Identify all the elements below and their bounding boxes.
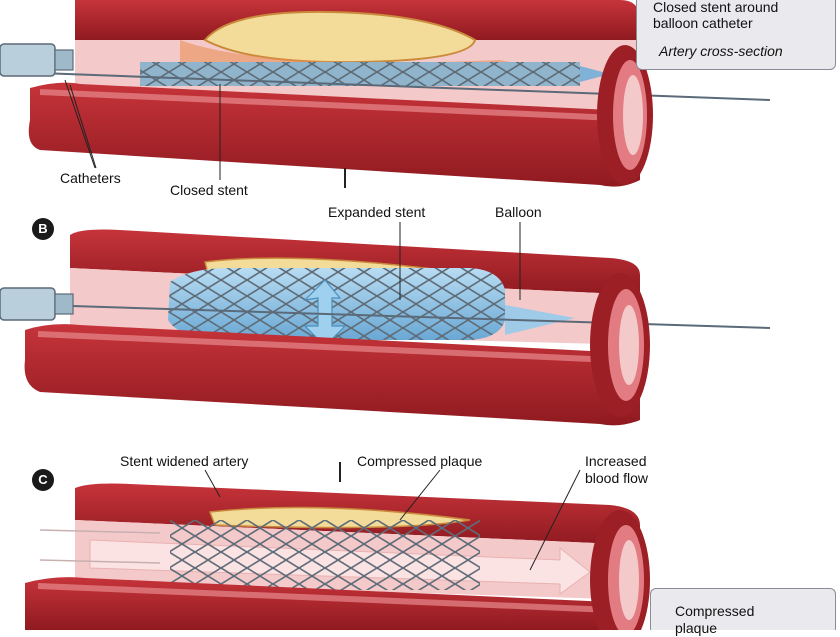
label-expanded-stent: Expanded stent (328, 204, 426, 220)
label-increased-flow-2: blood flow (585, 470, 649, 486)
artery-wall-front-b (24, 324, 641, 426)
panel-b-badge: B (32, 218, 54, 240)
panel-a-artery (0, 0, 771, 188)
catheter-sheath-b (0, 287, 56, 321)
label-catheters: Catheters (60, 170, 121, 186)
inset-a-line1: Closed stent around (653, 0, 779, 15)
inset-c-line2: plaque (675, 620, 718, 636)
inset-panel-a: Closed stent around balloon catheter Art… (636, 0, 836, 70)
label-increased-flow-1: Increased (585, 453, 647, 469)
catheter-tip-a (580, 66, 610, 82)
label-balloon: Balloon (495, 204, 542, 220)
panel-c-artery (25, 462, 650, 637)
inset-c-line1: Compressed (675, 603, 755, 619)
inset-a-line2: balloon catheter (653, 15, 753, 31)
panel-b-artery (0, 222, 771, 426)
inset-panel-c: Compressed plaque (650, 588, 836, 636)
inset-a-caption: Artery cross-section (659, 43, 783, 59)
artery-wall-front-a (28, 82, 640, 187)
label-compressed-plaque: Compressed plaque (357, 453, 483, 469)
label-stent-widened-artery: Stent widened artery (120, 453, 249, 469)
panel-c-badge: C (32, 469, 54, 491)
catheter-sheath-a (0, 43, 56, 77)
closed-stent-a (140, 62, 580, 86)
expanded-stent-c (170, 520, 480, 590)
label-closed-stent: Closed stent (170, 182, 248, 198)
